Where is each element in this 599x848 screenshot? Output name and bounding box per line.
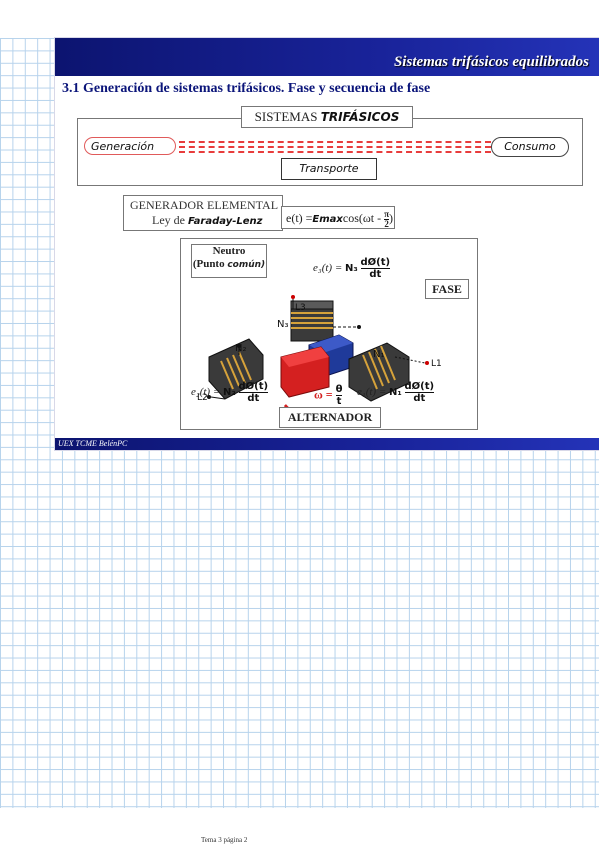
emf-eq-suffix: cos(ωt -	[342, 211, 382, 225]
omega-prefix: ω =	[314, 387, 333, 402]
slide-header-title: Sistemas trifásicos equilibrados	[393, 54, 589, 70]
slide-footer-text: UEX TCME BelénPC	[58, 439, 128, 448]
neutral-sub-hand: común)	[227, 260, 266, 270]
alternator-label: ALTERNADOR	[279, 407, 381, 428]
label-n3: N₃	[277, 319, 289, 330]
emf-frac-den: 2	[384, 218, 389, 229]
phase-label: FASE	[425, 279, 469, 299]
emf-eq-hand: Emax	[312, 214, 343, 225]
label-l3: L3	[295, 303, 306, 313]
generacion-label: Generación	[84, 137, 176, 155]
dashed-line-3	[179, 151, 491, 153]
coil-n2	[207, 338, 264, 400]
e1-hand: N₁	[389, 387, 402, 399]
law-hand: Faraday-Lenz	[187, 216, 263, 227]
generator-title: GENERADOR ELEMENTAL	[130, 198, 279, 212]
header-rule	[55, 76, 599, 78]
emf-equation-box: e(t) =Emaxcos(ωt - π 2 )	[281, 206, 395, 229]
consumo-label: Consumo	[491, 137, 569, 157]
generator-law: Ley de Faraday-Lenz	[152, 213, 262, 228]
slide-header: Sistemas trifásicos equilibrados	[55, 38, 599, 76]
systems-box-title: SISTEMAS TRIFÁSICOS	[241, 106, 413, 128]
e1-equation: e₁(t) = N₁ dØ(t) dt	[357, 381, 435, 404]
alternator-drawing	[207, 295, 429, 417]
neutral-sub-prefix: (Punto	[192, 258, 225, 270]
generator-box: GENERADOR ELEMENTAL Ley de Faraday-Lenz	[123, 195, 283, 231]
dashed-line-2	[179, 146, 491, 148]
label-n2: N₂	[235, 343, 247, 354]
e1-frac-den: dt	[413, 393, 426, 404]
rotor-red-pole	[280, 346, 330, 398]
e2-equation: e₂(t) = N₂ dØ(t) dt	[191, 381, 269, 404]
label-l2: L2	[197, 393, 208, 403]
slide: Sistemas trifásicos equilibrados 3.1 Gen…	[55, 38, 599, 450]
coil-n3	[290, 295, 361, 342]
coil-n1	[348, 342, 429, 402]
alternator-diagram: Neutro (Punto común) FASE e₃(t) = N₃ dØ(…	[180, 238, 478, 430]
systems-title-prefix: SISTEMAS	[254, 109, 318, 124]
e2-prefix: e₂(t) =	[191, 386, 221, 399]
e1-prefix: e₁(t) =	[357, 386, 387, 399]
e1-frac-num: dØ(t)	[404, 381, 435, 393]
section-title: 3.1 Generación de sistemas trifásicos. F…	[62, 81, 431, 96]
label-l1: L1	[431, 359, 442, 369]
e2-frac-num: dØ(t)	[238, 381, 269, 393]
page-footer: Tema 3 página 2	[201, 836, 248, 844]
e3-equation: e₃(t) = N₃ dØ(t) dt	[313, 257, 391, 280]
label-n1: N₁	[373, 349, 385, 360]
neutral-title: Neutro	[212, 245, 246, 257]
dashed-line-1	[179, 141, 491, 143]
slide-footer: UEX TCME BelénPC	[55, 438, 599, 450]
emf-frac-num: π	[384, 208, 390, 220]
omega-equation: ω = θ t	[314, 384, 343, 407]
omega-frac-num: θ	[335, 384, 343, 396]
e3-hand: N₃	[345, 263, 358, 275]
e2-hand: N₂	[223, 387, 236, 399]
emf-eq-prefix: e(t) =	[286, 211, 313, 225]
emf-eq-close: )	[389, 211, 394, 225]
e3-prefix: e₃(t) =	[313, 262, 343, 275]
e3-frac-num: dØ(t)	[360, 257, 391, 269]
neutral-box: Neutro (Punto común)	[191, 244, 267, 278]
transporte-label: Transporte	[281, 158, 377, 180]
systems-title-hand: TRIFÁSICOS	[320, 110, 400, 124]
e2-frac-den: dt	[247, 393, 260, 404]
e3-frac-den: dt	[369, 269, 382, 280]
omega-frac-den: t	[336, 396, 342, 407]
law-prefix: Ley de	[152, 213, 185, 227]
